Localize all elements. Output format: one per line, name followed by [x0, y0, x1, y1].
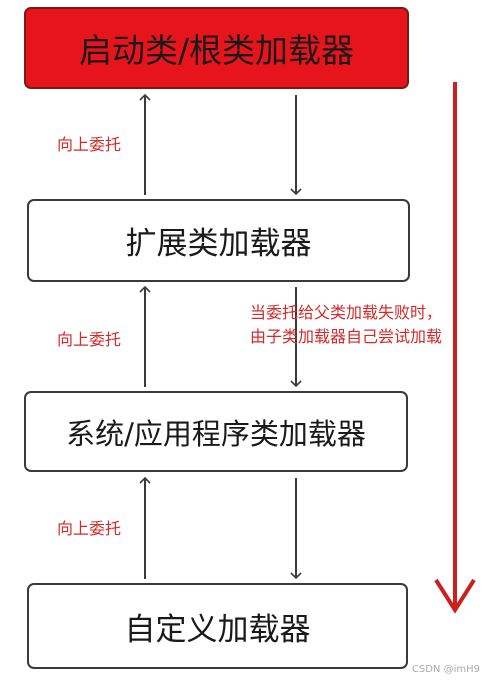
- system-loader-box: 系统/应用程序类加载器: [24, 391, 408, 472]
- system-loader-label: 系统/应用程序类加载器: [66, 416, 366, 451]
- extension-loader-box: 扩展类加载器: [27, 199, 410, 282]
- fallback-note-line2: 由子类加载器自己尝试加载: [250, 327, 443, 346]
- bootstrap-loader-box: 启动类/根类加载器: [24, 7, 409, 89]
- delegate-up-label: 向上委托: [57, 330, 122, 349]
- bootstrap-loader-label: 启动类/根类加载器: [78, 31, 355, 70]
- fallback-note: 当委托给父类加载失败时， 由子类加载器自己尝试加载: [250, 301, 442, 349]
- custom-loader-label: 自定义加载器: [124, 611, 311, 648]
- watermark: CSDN @imH9: [411, 664, 480, 675]
- long-red-arrowhead: [434, 578, 476, 614]
- custom-loader-box: 自定义加载器: [27, 583, 408, 669]
- delegate-up-label: 向上委托: [57, 519, 122, 538]
- extension-loader-label: 扩展类加载器: [125, 226, 312, 262]
- delegate-up-label: 向上委托: [57, 135, 122, 154]
- fallback-note-line1: 当委托给父类加载失败时，: [250, 303, 443, 322]
